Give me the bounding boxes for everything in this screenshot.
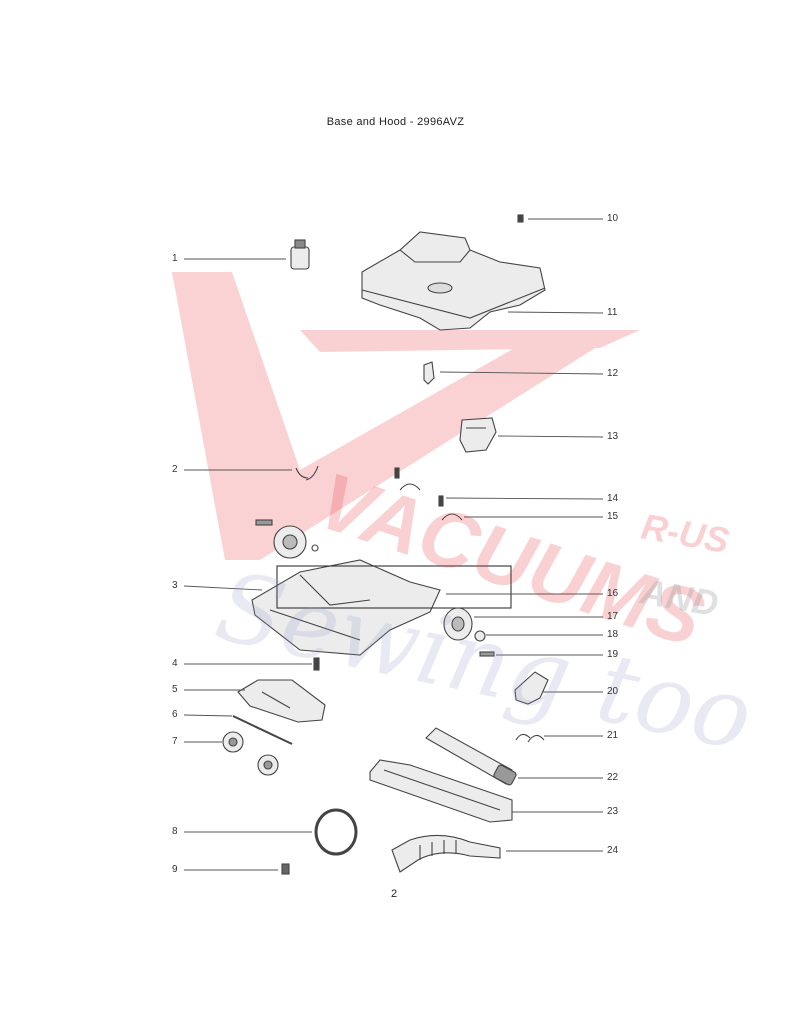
callout-14: 14 xyxy=(607,493,619,504)
callout-1: 1 xyxy=(172,253,178,264)
part-19-axle xyxy=(479,651,495,657)
parts-group xyxy=(222,214,549,875)
callout-8: 8 xyxy=(172,826,178,837)
watermark-swoosh xyxy=(300,330,640,352)
part-11-hood xyxy=(361,231,546,331)
watermark-logo xyxy=(172,272,640,560)
part-1-switch xyxy=(290,239,310,270)
page-number: 2 xyxy=(391,888,398,900)
callout-4: 4 xyxy=(172,658,178,669)
part-21-clips xyxy=(515,733,545,743)
part-15-clip xyxy=(441,513,463,521)
callout-11: 11 xyxy=(607,307,618,318)
callout-15: 15 xyxy=(607,511,619,522)
callout-20: 20 xyxy=(607,686,619,697)
detail-box xyxy=(276,565,512,609)
callout-5: 5 xyxy=(172,684,178,695)
callout-13: 13 xyxy=(607,431,619,442)
part-18-bushing xyxy=(474,630,486,642)
part-7-wheels xyxy=(222,731,279,776)
diagram-title: Base and Hood - 2996AVZ xyxy=(326,116,465,128)
part-fan-assembly xyxy=(255,519,319,559)
part-13-bracket xyxy=(459,417,497,453)
callout-6: 6 xyxy=(172,709,178,720)
part-4-screw xyxy=(313,657,320,671)
callout-3: 3 xyxy=(172,580,178,591)
callout-18: 18 xyxy=(607,629,619,640)
part-23-bumper xyxy=(369,759,513,823)
part-22-brushroll xyxy=(425,727,517,786)
callout-21: 21 xyxy=(607,730,619,741)
part-10-screw xyxy=(517,214,524,223)
callout-22: 22 xyxy=(607,772,619,783)
watermark-v-shape xyxy=(172,272,600,560)
part-17-wheel xyxy=(443,607,473,641)
part-9-clip xyxy=(281,863,290,875)
part-14-screw-bracket xyxy=(394,467,444,507)
callout-7: 7 xyxy=(172,736,178,747)
part-20-latch xyxy=(514,671,549,705)
callout-17: 17 xyxy=(607,611,619,622)
callout-23: 23 xyxy=(607,806,619,817)
callout-24: 24 xyxy=(607,845,619,856)
callout-19: 19 xyxy=(607,649,619,660)
callout-16: 16 xyxy=(607,588,619,599)
watermark-rus: R-US xyxy=(638,505,732,561)
callout-2: 2 xyxy=(172,464,178,475)
callout-9: 9 xyxy=(172,864,178,875)
part-8-belt xyxy=(314,808,358,856)
part-12-clip xyxy=(423,361,435,385)
callout-10: 10 xyxy=(607,213,619,224)
part-5-plate xyxy=(237,679,326,723)
callout-12: 12 xyxy=(607,368,619,379)
part-6-rod xyxy=(232,715,293,745)
leader-lines xyxy=(183,218,604,871)
part-2-clips xyxy=(295,465,319,481)
part-24-hose xyxy=(391,834,501,873)
